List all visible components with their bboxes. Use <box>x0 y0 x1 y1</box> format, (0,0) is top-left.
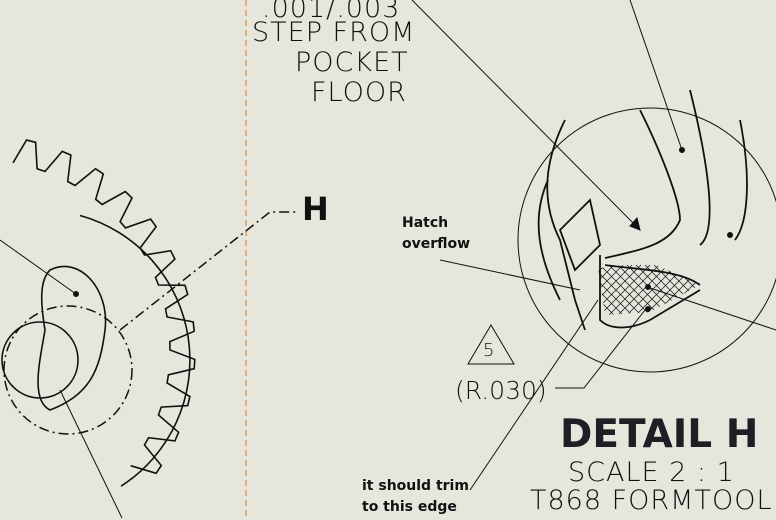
hatch-line <box>671 264 700 315</box>
gear-view <box>1 139 196 487</box>
detail-scale: SCALE 2 : 1 <box>568 457 735 488</box>
trim-note-line-2: to this edge <box>362 499 457 515</box>
callout-line-3: POCKET <box>295 47 409 78</box>
callout-line-4: FLOOR <box>311 77 407 108</box>
finish-symbol-triangle <box>467 324 515 365</box>
hatch-line <box>608 264 660 315</box>
detail-view-circle <box>517 107 776 373</box>
callout-line-1: .001/.003 <box>262 0 401 24</box>
hatch-line <box>671 264 700 315</box>
detail-boundary-circle-small <box>3 305 133 435</box>
detail-geometry <box>537 89 748 331</box>
hatch-note-line-1: Hatch <box>402 215 449 231</box>
detail-leader-line <box>119 211 298 331</box>
hatch-line <box>546 265 596 315</box>
hatch-line <box>598 264 615 315</box>
hatch-line <box>598 264 615 315</box>
hatch-line <box>698 264 700 315</box>
hatch-line <box>680 264 700 315</box>
hatch-line <box>626 264 678 315</box>
hatch-line <box>680 264 700 315</box>
detail-title: DETAIL H <box>560 412 759 457</box>
hatch-line <box>599 264 651 315</box>
hatch-line <box>598 264 624 315</box>
hatch-line <box>698 264 700 315</box>
hatch-line <box>689 264 700 315</box>
hatch-note-line-2: overflow <box>402 236 471 252</box>
gear-pocket <box>37 265 107 411</box>
hatch-line <box>617 264 669 315</box>
trim-note-line-1: it should trim <box>362 478 469 494</box>
detail-part-name: T868 FORMTOOL <box>530 485 773 516</box>
hatch-line <box>689 264 700 315</box>
radius-dimension: (R.030) <box>455 376 547 405</box>
gear-inner-ring <box>79 214 191 487</box>
callout-line-2: STEP FROM <box>252 17 416 48</box>
hatch-line <box>598 264 624 315</box>
finish-symbol-value: 5 <box>483 340 496 361</box>
hatch-overflow-note: Hatch overflow <box>402 213 470 255</box>
hatch-line <box>598 264 633 315</box>
gear-teeth-outline <box>12 139 196 475</box>
trim-note: it should trim to this edge <box>362 476 469 518</box>
detail-marker-label: H <box>302 190 329 228</box>
hatch-line <box>546 265 596 315</box>
